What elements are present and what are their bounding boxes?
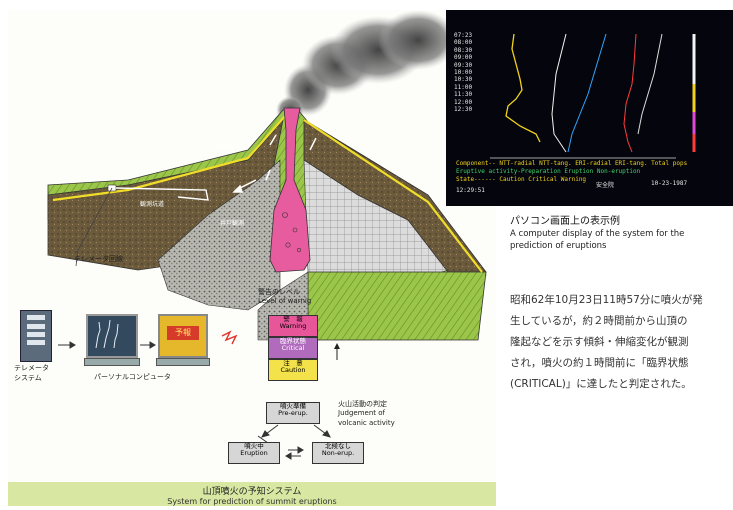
display-caption-en-1: A computer display of the system for the — [510, 229, 685, 239]
alert-level-jp: 警告のレベル — [258, 288, 300, 296]
legend-components: Component-- NTT-radial NTT-tang. ERI-rad… — [456, 160, 688, 167]
display-footer: 安全院 — [596, 182, 615, 189]
tunnel-label: 観測坑道 — [140, 200, 164, 208]
magma-conduit — [269, 107, 311, 273]
trace-plot — [490, 33, 696, 159]
state-pre-jp: 噴火準備 — [280, 402, 306, 410]
level-critical: 臨界状態 Critical — [268, 337, 318, 359]
tiltmeter-label: 傾斜計 — [216, 142, 234, 150]
legend-eruptive: Eruptive activity-Preparation Eruption N… — [456, 168, 641, 175]
telemetry-system-label: テレメータ システム — [14, 364, 49, 384]
display-time: 12:29:51 — [456, 187, 485, 194]
figure-panel: 観測坑道 井戸観測 傾斜計 テレメータ回線 テレメータ — [8, 10, 496, 506]
description-line-3: 隆起などを示す傾斜・伸縮変化が観測 — [510, 336, 689, 348]
display-caption-en-2: prediction of eruptions — [510, 241, 607, 251]
time-tick: 10:30 — [454, 76, 473, 84]
volcano-diagram: 観測坑道 井戸観測 傾斜計 — [47, 10, 487, 460]
description-line-2: 生しているが，約２時間前から山頂の — [510, 315, 688, 327]
level-warning-jp: 警 報 — [283, 315, 303, 323]
forecast-monitor: 予報 — [158, 314, 208, 358]
trace-blue — [567, 33, 607, 153]
time-tick: 09:00 — [454, 54, 473, 62]
state-non-jp: 北候なし — [325, 442, 351, 450]
personal-computer-label: パーソナルコンピュータ — [94, 373, 171, 381]
time-tick: 10:00 — [454, 69, 473, 77]
judgement-label: 火山活動の判定 Judgement of volcanic activity — [338, 400, 395, 428]
level-critical-jp: 臨界状態 — [280, 337, 306, 345]
forecast-glyph: 予報 — [167, 326, 199, 340]
telemetry-device — [20, 310, 52, 362]
display-date: 10-23-1987 — [651, 180, 688, 187]
state-non-eruption: 北候なし Non-erup. — [312, 442, 364, 464]
alert-level-en: Level of warnig — [258, 297, 312, 306]
state-pre-en: Pre-erup. — [278, 409, 308, 418]
trace-white — [551, 33, 567, 153]
wells-label: 井戸観測 — [220, 219, 244, 227]
telemetry-line-label: テレメータ回線 — [74, 255, 123, 263]
pc-monitor — [86, 314, 138, 358]
description-line-5: (CRITICAL)」に達したと判定された。 — [510, 378, 692, 390]
telemetry-system-line-1: テレメータ — [14, 364, 49, 372]
pc-keyboard — [84, 358, 140, 366]
level-caution-jp: 注 意 — [283, 359, 303, 367]
description-line-4: され，噴火の約１時間前に「臨界状態 — [510, 357, 689, 369]
level-warning: 警 報 Warning — [268, 315, 318, 337]
judgement-en-1: Judgement of — [338, 409, 385, 418]
time-tick: 07:23 — [454, 32, 473, 39]
level-critical-en: Critical — [281, 344, 305, 353]
figure-caption-en: System for prediction of summit eruption… — [167, 497, 337, 506]
figure-caption-bar: 山頂噴火の予知システム System for prediction of sum… — [8, 482, 496, 506]
description-line-1: 昭和62年10月23日11時57分に噴火が発 — [510, 294, 703, 306]
time-tick: 12:30 — [454, 106, 473, 114]
state-eruption-en: Eruption — [240, 449, 268, 458]
legend-state: State------ Caution Critical Warning — [456, 176, 587, 183]
time-tick: 11:00 — [454, 83, 473, 91]
level-caution: 注 意 Caution — [268, 359, 318, 381]
state-eruption: 噴火中 Eruption — [228, 442, 280, 464]
state-pre-eruption: 噴火準備 Pre-erup. — [266, 402, 320, 424]
waveform-icon — [95, 319, 119, 349]
state-eruption-jp: 噴火中 — [244, 442, 264, 450]
trace-red — [623, 33, 637, 153]
alert-level-heading: 警告のレベル Level of warnig — [258, 288, 311, 306]
time-tick: 11:30 — [454, 91, 473, 99]
level-warning-en: Warning — [279, 322, 307, 331]
judgement-jp: 火山活動の判定 — [338, 400, 387, 408]
state-non-en: Non-erup. — [321, 449, 355, 458]
telemetry-system-line-2: システム — [14, 373, 42, 382]
trace-white-2 — [637, 33, 663, 135]
display-caption-en: A computer display of the system for the… — [510, 228, 684, 252]
time-tick: 09:30 — [454, 61, 473, 69]
description-text: 昭和62年10月23日11時57分に噴火が発 生しているが，約２時間前から山頂の… — [510, 290, 703, 395]
level-caution-en: Caution — [280, 366, 306, 375]
display-caption-jp: パソコン画面上の表示例 — [510, 216, 620, 227]
time-tick: 12:00 — [454, 98, 473, 106]
figure-caption-jp: 山頂噴火の予知システム — [202, 487, 302, 497]
time-tick: 08:30 — [454, 46, 473, 54]
trace-yellow — [505, 33, 541, 143]
time-tick: 08:00 — [454, 39, 473, 47]
smoke-plume — [276, 10, 458, 124]
forecast-keyboard — [156, 358, 210, 366]
judgement-en-2: volcanic activity — [338, 418, 395, 427]
